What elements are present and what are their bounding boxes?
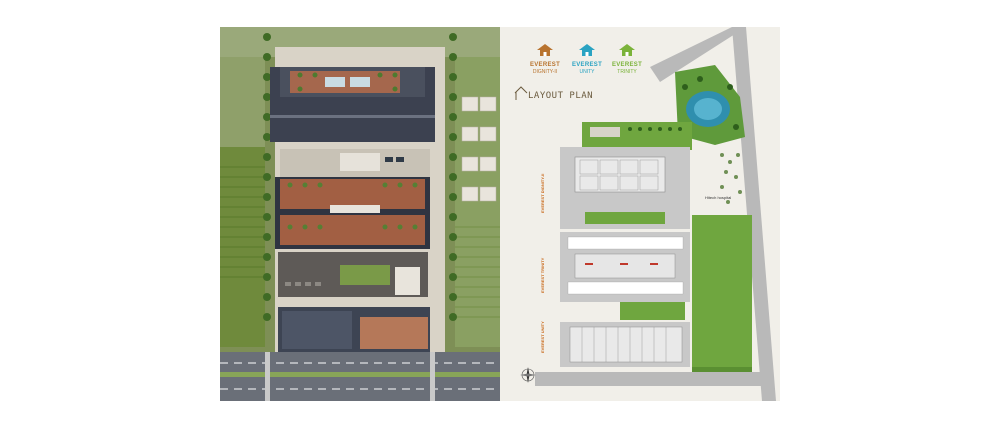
aerial-view-image <box>220 27 500 401</box>
brand-name-top: EVEREST <box>611 62 643 68</box>
house-icon <box>537 44 553 56</box>
brand-name-top: EVEREST <box>571 62 603 68</box>
brand-logo-unity: EVEREST UNITY <box>564 43 610 75</box>
brand-logo-trinity: EVEREST TRINITY <box>604 43 650 75</box>
brochure-spread: EVEREST DIGNITY-II EVEREST UNITY EVEREST… <box>220 27 780 401</box>
site-plan-drawing <box>520 27 776 401</box>
house-icon <box>619 44 635 56</box>
layout-plan-panel: EVEREST DIGNITY-II EVEREST UNITY EVEREST… <box>500 27 780 401</box>
wing-label-trinity: EVEREST TRINITY <box>540 257 545 293</box>
brand-name-bottom: UNITY <box>579 69 595 75</box>
house-outline-icon <box>514 86 528 100</box>
wing-label-dignity: EVEREST DIGNITY-II <box>540 173 545 213</box>
house-icon <box>579 44 595 56</box>
compass-rose <box>520 367 536 383</box>
hospital-label: Hitech hospital <box>705 195 732 200</box>
wing-label-unity: EVEREST UNITY <box>540 321 545 353</box>
brand-name-top: EVEREST <box>529 62 561 68</box>
brand-name-bottom: DIGNITY-II <box>532 69 558 75</box>
aerial-view-illustration <box>220 27 500 401</box>
brand-name-bottom: TRINITY <box>617 69 637 75</box>
layout-plan-title: LAYOUT PLAN <box>528 91 594 101</box>
brand-logo-dignity: EVEREST DIGNITY-II <box>522 43 568 75</box>
